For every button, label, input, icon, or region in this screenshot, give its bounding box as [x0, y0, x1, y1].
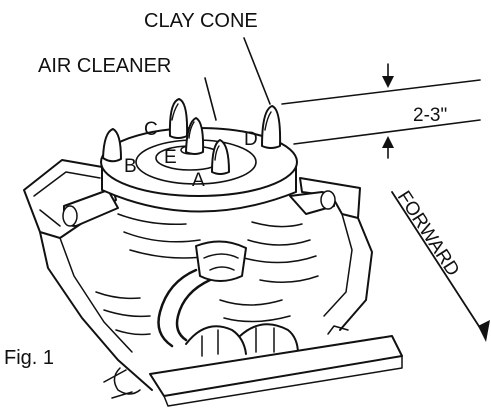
clay-cone-d — [261, 105, 282, 149]
forward-arrow — [391, 191, 490, 342]
dimension-arrow-bottom — [382, 136, 394, 159]
clay-cone-b — [102, 128, 122, 163]
dimension-arrow-top — [382, 63, 394, 88]
label-point-e: E — [164, 147, 177, 168]
clay-cones — [102, 98, 282, 175]
clay-cone-a — [211, 139, 230, 175]
label-figure: Fig. 1 — [4, 347, 54, 369]
clay-cone-c — [168, 98, 189, 139]
clay-cone-e — [185, 117, 205, 155]
label-clay-cone: CLAY CONE — [144, 10, 258, 32]
label-dimension: 2-3" — [413, 105, 447, 126]
label-point-b: B — [124, 156, 137, 177]
engine-block — [23, 159, 403, 407]
label-point-c: C — [144, 119, 158, 140]
label-air-cleaner: AIR CLEANER — [38, 55, 171, 77]
annotations — [204, 37, 490, 342]
label-point-a: A — [192, 170, 205, 191]
label-forward: FORWARD — [393, 187, 464, 280]
label-point-d: D — [244, 129, 258, 150]
